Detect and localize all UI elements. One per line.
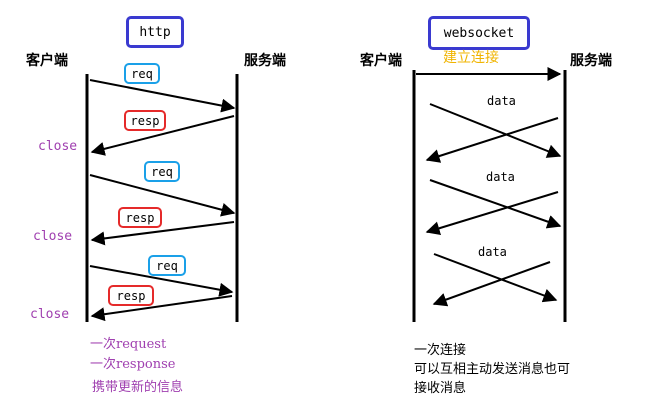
ws-connect-label: 建立连接 bbox=[443, 50, 499, 66]
http-resp-arrow-3 bbox=[90, 295, 233, 322]
http-req-box-1: req bbox=[124, 63, 160, 84]
ws-data-arrow-1a bbox=[429, 103, 562, 158]
http-note-3: 携带更新的信息 bbox=[92, 380, 184, 395]
ws-client-label: 客户端 bbox=[360, 53, 402, 69]
http-note-1: 一次request bbox=[90, 337, 167, 352]
ws-server-label: 服务端 bbox=[570, 53, 612, 69]
http-resp-label-3: resp bbox=[116, 288, 146, 303]
http-close-label-2: close bbox=[33, 229, 73, 244]
http-resp-arrow-1 bbox=[90, 115, 235, 156]
http-title-box: http bbox=[126, 16, 184, 48]
ws-data-arrow-2a bbox=[429, 179, 562, 229]
ws-data-label-1: data bbox=[487, 94, 516, 108]
http-close-label-3: close bbox=[30, 307, 70, 322]
http-resp-label-2: resp bbox=[125, 210, 155, 225]
http-req-arrow-3 bbox=[89, 265, 234, 297]
http-req-arrow-1 bbox=[89, 79, 236, 113]
ws-data-label-3: data bbox=[478, 245, 507, 259]
ws-data-arrow-3a bbox=[433, 253, 558, 303]
http-resp-arrow-2 bbox=[90, 221, 235, 246]
ws-title-box: websocket bbox=[428, 16, 530, 50]
http-req-arrow-2 bbox=[89, 174, 236, 217]
ws-data-arrow-2b bbox=[425, 191, 559, 236]
ws-note-2: 可以互相主动发送消息也可 bbox=[414, 362, 571, 377]
http-req-label-3: req bbox=[156, 258, 178, 273]
http-resp-label-1: resp bbox=[130, 113, 160, 128]
http-resp-box-1: resp bbox=[124, 110, 166, 131]
http-resp-box-2: resp bbox=[118, 207, 162, 228]
ws-data-arrow-3b bbox=[432, 261, 551, 307]
http-req-box-2: req bbox=[144, 161, 180, 182]
http-client-label: 客户端 bbox=[26, 53, 68, 69]
ws-data-label-2: data bbox=[486, 170, 515, 184]
http-resp-box-3: resp bbox=[108, 285, 154, 306]
http-note-2: 一次response bbox=[90, 357, 176, 372]
ws-data-arrow-1b bbox=[425, 117, 559, 163]
http-req-label-2: req bbox=[151, 164, 173, 179]
http-close-label-1: close bbox=[38, 139, 78, 154]
ws-title: websocket bbox=[443, 25, 515, 41]
http-req-box-3: req bbox=[148, 255, 186, 276]
http-title: http bbox=[139, 24, 171, 40]
http-server-label: 服务端 bbox=[244, 53, 286, 69]
ws-note-3: 接收消息 bbox=[414, 381, 467, 396]
ws-note-1: 一次连接 bbox=[414, 343, 467, 358]
http-req-label-1: req bbox=[131, 66, 153, 81]
